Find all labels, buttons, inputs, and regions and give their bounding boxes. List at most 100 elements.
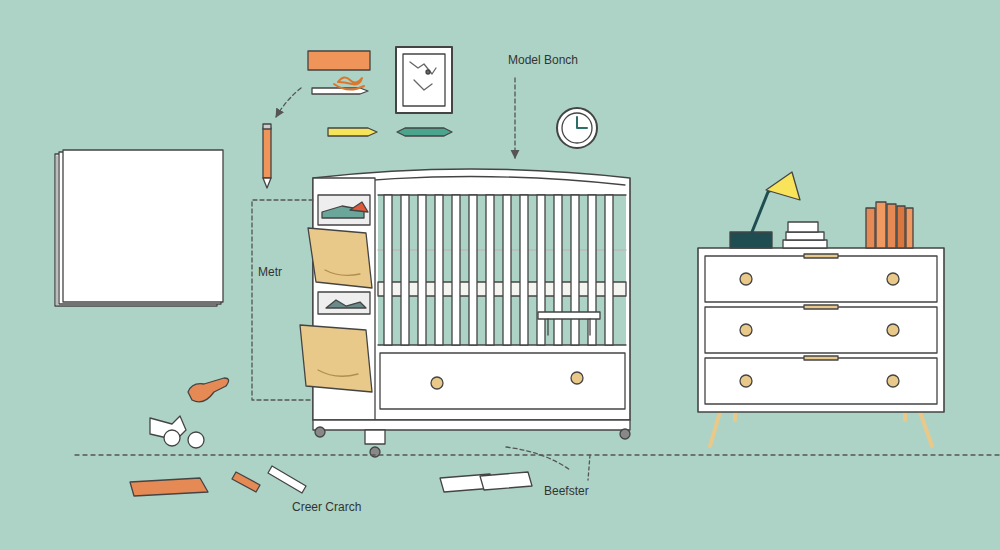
- crib: [308, 228, 372, 288]
- crib: [318, 370, 358, 376]
- pencil: [334, 84, 364, 90]
- upright-books: [887, 204, 896, 248]
- desk-lamp: [730, 232, 772, 248]
- dresser: [740, 273, 752, 285]
- floor-items: [480, 472, 532, 490]
- crib-slat: [486, 195, 494, 345]
- crib: [571, 372, 583, 384]
- upright-books: [876, 202, 886, 248]
- crib-slat: [520, 195, 528, 345]
- book-stack: [783, 240, 827, 248]
- dresser: [804, 254, 838, 258]
- upright-books: [866, 202, 913, 248]
- picture-frame: [396, 47, 452, 113]
- wall-clock: [562, 113, 592, 143]
- bracket-line: [252, 200, 313, 400]
- book-stack: [783, 222, 827, 248]
- crib-slat: [554, 195, 562, 345]
- dashed-arrow: [276, 88, 301, 117]
- crib: [378, 195, 626, 345]
- dresser: [804, 305, 838, 309]
- dresser: [740, 324, 752, 336]
- dresser: [698, 248, 944, 446]
- paper-stack: [63, 150, 223, 302]
- eraser: [308, 51, 370, 70]
- paper-stack: [56, 156, 57, 305]
- picture-frame: [396, 47, 452, 113]
- crib: [380, 353, 625, 409]
- dresser: [710, 412, 932, 446]
- picture-frame: [426, 70, 430, 74]
- orange-pencil: [263, 178, 271, 188]
- crib-slat: [588, 195, 596, 345]
- crib: [326, 300, 366, 308]
- book-stack: [786, 232, 824, 240]
- dresser: [887, 375, 899, 387]
- dresser: [887, 324, 899, 336]
- picture-frame: [403, 54, 445, 106]
- crib-slat: [537, 195, 545, 345]
- eraser: [308, 51, 370, 70]
- desk-lamp: [766, 172, 800, 200]
- part-label: Metr: [256, 265, 284, 279]
- floor-items: [232, 472, 260, 492]
- paper-stack: [55, 150, 223, 306]
- crayons: [328, 128, 377, 136]
- wall-clock: [557, 108, 597, 148]
- leader-line: [588, 455, 590, 480]
- floor-items: [188, 432, 204, 448]
- crib: [300, 325, 372, 392]
- crib-slat: [384, 195, 392, 345]
- dresser: [698, 248, 944, 412]
- crib: [318, 195, 370, 225]
- crayons: [397, 128, 452, 136]
- pencil: [312, 77, 368, 94]
- crib-slat: [452, 195, 460, 345]
- dresser: [705, 307, 937, 353]
- upright-books: [906, 208, 913, 248]
- crib: [318, 292, 370, 314]
- leader-line: [514, 78, 515, 158]
- floor-items: [268, 466, 306, 493]
- crib: [365, 430, 385, 444]
- crayons: [328, 128, 452, 136]
- wall-clock: [557, 108, 597, 148]
- crib-slat: [503, 195, 511, 345]
- book-stack: [788, 222, 818, 232]
- crib: [384, 195, 613, 345]
- leader-line: [506, 447, 570, 470]
- crib: [313, 420, 630, 430]
- crib: [325, 270, 360, 275]
- floor-line: [75, 454, 1000, 455]
- part-label: Model Bonch: [506, 53, 580, 67]
- pencil: [338, 77, 362, 84]
- crib: [431, 377, 443, 389]
- wall-clock: [577, 117, 587, 128]
- crib: [538, 312, 600, 319]
- part-label: Beefster: [542, 484, 591, 498]
- floor-items: [164, 430, 180, 446]
- nursery-illustration: [55, 47, 1000, 496]
- upright-books: [897, 206, 905, 248]
- orange-pencil: [263, 124, 271, 129]
- orange-pencil: [263, 128, 271, 178]
- crib-slat: [435, 195, 443, 345]
- crib: [315, 427, 325, 437]
- dresser: [804, 356, 838, 360]
- crib: [620, 429, 630, 439]
- orange-pencil: [263, 124, 271, 188]
- dresser: [705, 256, 937, 302]
- part-label: Creer Crarch: [290, 500, 363, 514]
- dresser: [740, 375, 752, 387]
- upright-books: [866, 208, 875, 248]
- dresser: [887, 273, 899, 285]
- crib: [589, 319, 590, 335]
- picture-frame: [410, 62, 436, 90]
- floor-items: [130, 478, 208, 496]
- crib-slat: [469, 195, 477, 345]
- crib-slat: [571, 195, 579, 345]
- crib: [300, 169, 630, 457]
- floor-items: [130, 378, 532, 496]
